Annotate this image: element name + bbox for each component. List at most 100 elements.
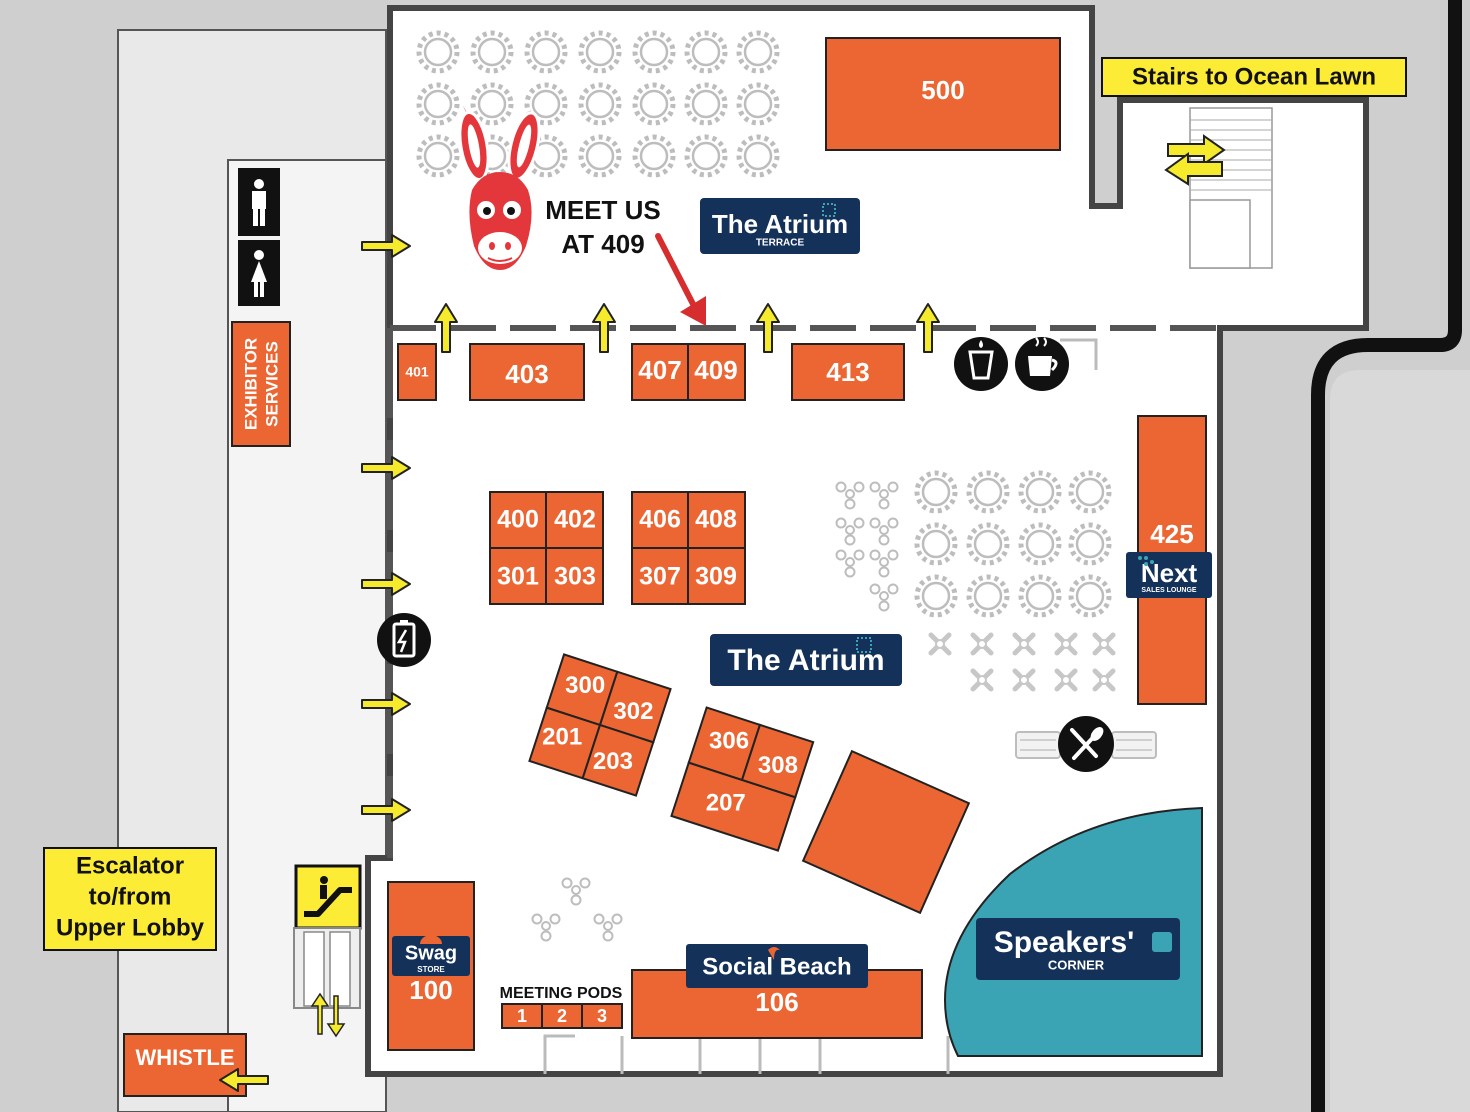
east-road-edge <box>1311 0 1462 1112</box>
booth-number: 500 <box>921 75 964 105</box>
booth-number: 308 <box>758 752 798 779</box>
exhibitor-services[interactable]: EXHIBITOR SERVICES <box>231 321 291 447</box>
logo-name: Swag <box>405 942 457 964</box>
booth-400[interactable]: 400 <box>489 491 547 549</box>
booth-309[interactable]: 309 <box>687 547 746 605</box>
booth-number: 400 <box>497 506 539 534</box>
pod-number: 1 <box>517 1006 527 1026</box>
callout-line-1: MEET US <box>545 195 661 225</box>
logo-name: The Atrium <box>712 209 848 239</box>
dining-icon <box>1058 716 1114 772</box>
booth-409[interactable]: 409 <box>687 343 746 401</box>
speakers-corner-logo: Speakers' CORNER <box>976 918 1180 980</box>
escalator-icon <box>294 864 362 930</box>
booth-408[interactable]: 408 <box>687 491 746 549</box>
booth-number: 402 <box>554 506 596 534</box>
buffet-benches <box>1015 731 1157 759</box>
booth-403[interactable]: 403 <box>469 343 585 401</box>
booth-number: 401 <box>405 364 429 380</box>
logo-name: Next <box>1141 558 1198 588</box>
logo-sub: SALES LOUNGE <box>1141 587 1197 594</box>
east-lot <box>1330 370 1470 1112</box>
donkey-mascot-icon <box>458 106 541 270</box>
pointer-arrow <box>655 233 706 326</box>
booth-number: 403 <box>505 359 548 389</box>
booth-201[interactable]: 201 <box>528 706 602 780</box>
booth-number: 300 <box>565 672 605 699</box>
meeting-pod-2[interactable]: 2 <box>541 1003 583 1029</box>
booth-413[interactable]: 413 <box>791 343 905 401</box>
booth-cluster-300: 300 302 201 203 <box>528 653 672 797</box>
booth-301[interactable]: 301 <box>489 547 547 605</box>
charging-icon <box>377 613 431 667</box>
booth-406[interactable]: 406 <box>631 491 689 549</box>
swap-arrows-icon <box>1164 134 1226 186</box>
escalator-arrows-icon <box>310 992 346 1038</box>
booth-cluster-306: 306 308 207 <box>670 706 815 852</box>
escalator-structure <box>293 927 361 1009</box>
escalator-label-1: Escalator <box>76 852 184 879</box>
women-restroom-icon <box>238 240 280 306</box>
escalator-label-3: Upper Lobby <box>56 914 205 941</box>
logo-sub: STORE <box>417 965 445 974</box>
meeting-pods-label: MEETING PODS <box>500 985 623 1002</box>
booth-308[interactable]: 308 <box>740 723 815 799</box>
whistle-room[interactable]: WHISTLE <box>123 1033 247 1097</box>
social-beach-logo: Social Beach <box>686 944 868 988</box>
booth-number: 203 <box>593 748 633 775</box>
booth-402[interactable]: 402 <box>545 491 604 549</box>
exhibitor-label-2: SERVICES <box>262 341 281 427</box>
stairs-label: Stairs to Ocean Lawn <box>1132 63 1376 90</box>
escalator-label-2: to/from <box>89 883 172 910</box>
booth-401[interactable]: 401 <box>397 343 437 401</box>
booth-number: 301 <box>497 563 539 591</box>
booth-500[interactable]: 500 <box>825 37 1061 151</box>
booth-number: 413 <box>826 357 869 387</box>
booth-number: 100 <box>409 975 452 1005</box>
pod-number: 3 <box>597 1006 607 1026</box>
booth-407[interactable]: 407 <box>631 343 689 401</box>
pod-number: 2 <box>557 1006 567 1026</box>
next-sales-lounge-logo: Next SALES LOUNGE <box>1126 552 1212 598</box>
stairs-sign: Stairs to Ocean Lawn <box>1101 57 1407 97</box>
booth-number: 302 <box>613 698 653 725</box>
booth-207[interactable]: 207 <box>670 761 797 852</box>
booth-number: 425 <box>1150 519 1193 549</box>
exhibit-hall <box>365 5 1369 1077</box>
booth-number: 406 <box>639 506 681 534</box>
booth-number: 307 <box>639 563 681 591</box>
booth-unlabeled[interactable] <box>801 749 971 915</box>
meeting-pod-3[interactable]: 3 <box>581 1003 623 1029</box>
logo-name: Social Beach <box>702 953 851 980</box>
booth-300[interactable]: 300 <box>545 653 619 727</box>
booth-number: 408 <box>695 506 737 534</box>
logo-name: The Atrium <box>727 644 884 677</box>
exhibitor-label-1: EXHIBITOR <box>241 338 260 430</box>
booth-number: 201 <box>542 723 582 750</box>
booth-307[interactable]: 307 <box>631 547 689 605</box>
logo-name: Speakers' <box>994 926 1135 959</box>
meeting-pod-1[interactable]: 1 <box>501 1003 543 1029</box>
escalator-sign: Escalator to/from Upper Lobby <box>43 847 217 951</box>
atrium-terrace-logo: The Atrium TERRACE <box>700 198 860 254</box>
coffee-icon <box>1015 337 1069 391</box>
logo-sub: TERRACE <box>756 238 805 249</box>
meeting-pods: MEETING PODS 1 2 3 <box>500 985 623 1029</box>
booth-number: 303 <box>554 563 596 591</box>
logo-sub: CORNER <box>1048 957 1105 972</box>
booth-number: 407 <box>638 355 681 385</box>
booth-number: 207 <box>706 790 746 817</box>
callout-line-2: AT 409 <box>561 229 644 259</box>
atrium-logo: The Atrium <box>710 634 902 686</box>
swag-store-logo: Swag STORE <box>392 935 470 976</box>
booth-number: 309 <box>695 563 737 591</box>
booth-number: 106 <box>755 987 798 1017</box>
whistle-label: WHISTLE <box>136 1045 235 1070</box>
booth-number: 409 <box>694 355 737 385</box>
booth-303[interactable]: 303 <box>545 547 604 605</box>
booth-number: 306 <box>709 727 749 754</box>
men-restroom-icon <box>238 168 280 236</box>
booth-203[interactable]: 203 <box>581 723 655 797</box>
water-icon <box>954 337 1008 391</box>
